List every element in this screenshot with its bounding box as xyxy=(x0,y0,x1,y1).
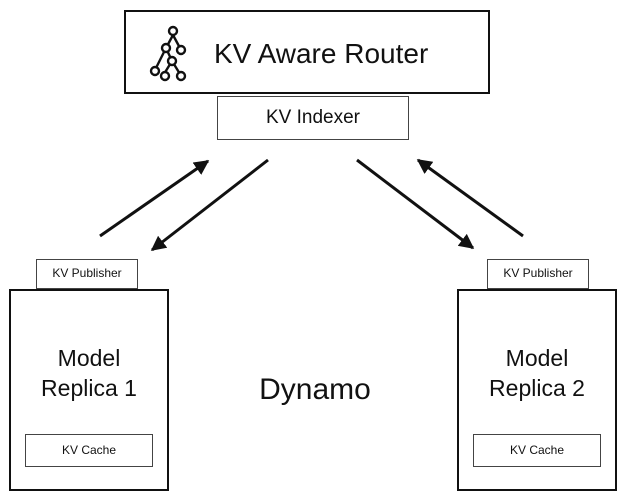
model-replica-title-1: Model Replica 1 xyxy=(11,343,167,403)
model-replica-title-1-line2: Replica 1 xyxy=(41,375,137,401)
model-replica-title-2: Model Replica 2 xyxy=(459,343,615,403)
router-title: KV Aware Router xyxy=(214,38,429,69)
model-replica-box-2: Model Replica 2 KV Cache xyxy=(457,289,617,491)
kv-cache-label-1: KV Cache xyxy=(61,443,117,457)
dynamo-label: Dynamo xyxy=(259,373,371,406)
model-replica-title-2-line2: Replica 2 xyxy=(489,375,585,401)
model-replica-box-1: Model Replica 1 KV Cache xyxy=(9,289,169,491)
model-replica-title-2-line1: Model xyxy=(505,345,569,371)
model-replica-title-1-line1: Model xyxy=(57,345,121,371)
kv-cache-box-2: KV Cache xyxy=(473,434,601,467)
network-tree-icon xyxy=(149,25,187,82)
arrow-indexer-to-replica2 xyxy=(356,158,475,250)
kv-cache-label-2: KV Cache xyxy=(509,443,565,457)
kv-publisher-label-2: KV Publisher xyxy=(503,266,573,280)
kv-publisher-box-1: KV Publisher xyxy=(36,259,138,289)
kv-cache-box-1: KV Cache xyxy=(25,434,153,467)
kv-indexer-label: KV Indexer xyxy=(266,107,360,128)
kv-indexer-box: KV Indexer xyxy=(217,96,409,140)
kv-publisher-box-2: KV Publisher xyxy=(487,259,589,289)
kv-publisher-label-1: KV Publisher xyxy=(52,266,122,280)
arrow-replica2-to-indexer xyxy=(416,158,524,238)
arrow-indexer-to-replica1 xyxy=(150,158,269,252)
arrow-replica1-to-indexer xyxy=(99,159,210,238)
